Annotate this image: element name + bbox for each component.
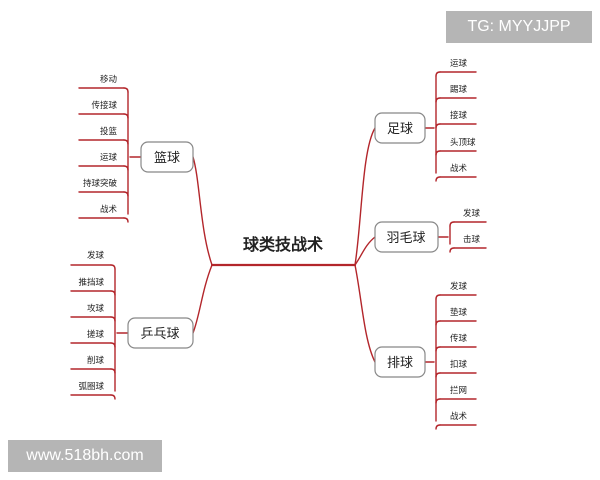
leaf-label: 头顶球	[450, 137, 476, 148]
connector-line	[435, 150, 441, 156]
watermark-top-right: TG: MYYJJPP	[446, 11, 592, 43]
branch-box	[374, 346, 426, 378]
leaf-label: 运球	[100, 152, 118, 163]
leaf-label: 垫球	[450, 307, 468, 318]
leaf-label: 接球	[450, 110, 468, 121]
leaves-badminton: 发球 击球	[463, 208, 481, 245]
leaf-label: 发球	[450, 281, 468, 292]
leaf-label: 持球突破	[83, 178, 118, 189]
leaves-football: 运球 踢球 接球 头顶球 战术	[450, 58, 476, 174]
leaf-label: 扣球	[450, 359, 468, 370]
connector-line	[435, 97, 441, 103]
leaf-label: 战术	[100, 204, 118, 215]
connector-line	[123, 87, 129, 93]
connector-line	[449, 221, 455, 227]
branch-label: 篮球	[154, 151, 180, 166]
leaf-label: 投篮	[100, 126, 118, 137]
center-title: 球类技战术	[243, 235, 323, 254]
connector-line	[435, 123, 441, 129]
connector-line	[435, 346, 441, 352]
connector-line	[435, 176, 441, 182]
connector-line	[435, 320, 441, 326]
leaf-label: 运球	[450, 58, 468, 69]
connector-line	[110, 290, 116, 296]
leaves-volleyball: 发球 垫球 传球 扣球 拦网 战术	[450, 281, 468, 422]
leaf-label: 传球	[450, 333, 468, 344]
connector-line	[354, 264, 376, 363]
branch-box	[374, 112, 426, 144]
connector-line	[123, 217, 129, 223]
branch-box	[140, 141, 194, 173]
connector-lines	[70, 71, 487, 430]
watermark-bottom-left: www.518bh.com	[8, 440, 162, 472]
branch-label: 排球	[387, 356, 413, 371]
leaf-label: 移动	[100, 74, 118, 85]
leaf-label: 传接球	[91, 100, 117, 111]
leaf-label: 削球	[87, 355, 105, 366]
connector-line	[435, 294, 441, 300]
leaf-label: 战术	[450, 411, 468, 422]
leaf-label: 发球	[87, 250, 105, 261]
branch-badminton: 羽毛球	[374, 221, 439, 253]
branch-box	[127, 317, 194, 349]
connector-line	[435, 424, 441, 430]
connector-line	[192, 264, 213, 334]
center-node: 球类技战术	[243, 235, 323, 254]
leaves-basketball: 移动 传接球 投篮 运球 持球突破 战术	[83, 74, 118, 215]
branch-label: 乒乓球	[140, 327, 179, 342]
branch-basketball: 篮球	[140, 141, 194, 173]
leaf-label: 推挡球	[78, 277, 104, 288]
connector-line	[123, 113, 129, 119]
connector-line	[110, 368, 116, 374]
leaf-label: 踢球	[450, 84, 468, 95]
branch-volleyball: 排球	[374, 346, 426, 378]
connector-line	[110, 342, 116, 348]
connector-line	[354, 127, 376, 266]
branch-football: 足球	[374, 112, 426, 144]
connector-line	[110, 316, 116, 322]
connector-line	[192, 156, 213, 266]
connector-line	[110, 394, 116, 400]
leaf-label: 拦网	[450, 385, 467, 396]
connector-line	[123, 165, 129, 171]
connector-line	[435, 71, 441, 77]
branch-pingpong: 乒乓球	[127, 317, 194, 349]
connector-line	[123, 191, 129, 197]
connector-line	[354, 236, 376, 266]
connector-line	[110, 264, 116, 270]
leaf-label: 发球	[463, 208, 481, 219]
leaf-label: 击球	[463, 234, 481, 245]
connector-line	[435, 372, 441, 378]
leaves-pingpong: 发球 推挡球 攻球 搓球 削球 弧圈球	[78, 250, 104, 392]
connector-line	[449, 247, 455, 253]
branch-label: 足球	[387, 122, 413, 137]
connector-line	[123, 139, 129, 145]
leaf-label: 攻球	[87, 303, 105, 314]
leaf-label: 弧圈球	[78, 381, 104, 392]
leaf-label: 战术	[450, 163, 468, 174]
connector-line	[435, 398, 441, 404]
branch-label: 羽毛球	[386, 231, 425, 246]
branch-box	[374, 221, 439, 253]
leaf-label: 搓球	[87, 329, 105, 340]
